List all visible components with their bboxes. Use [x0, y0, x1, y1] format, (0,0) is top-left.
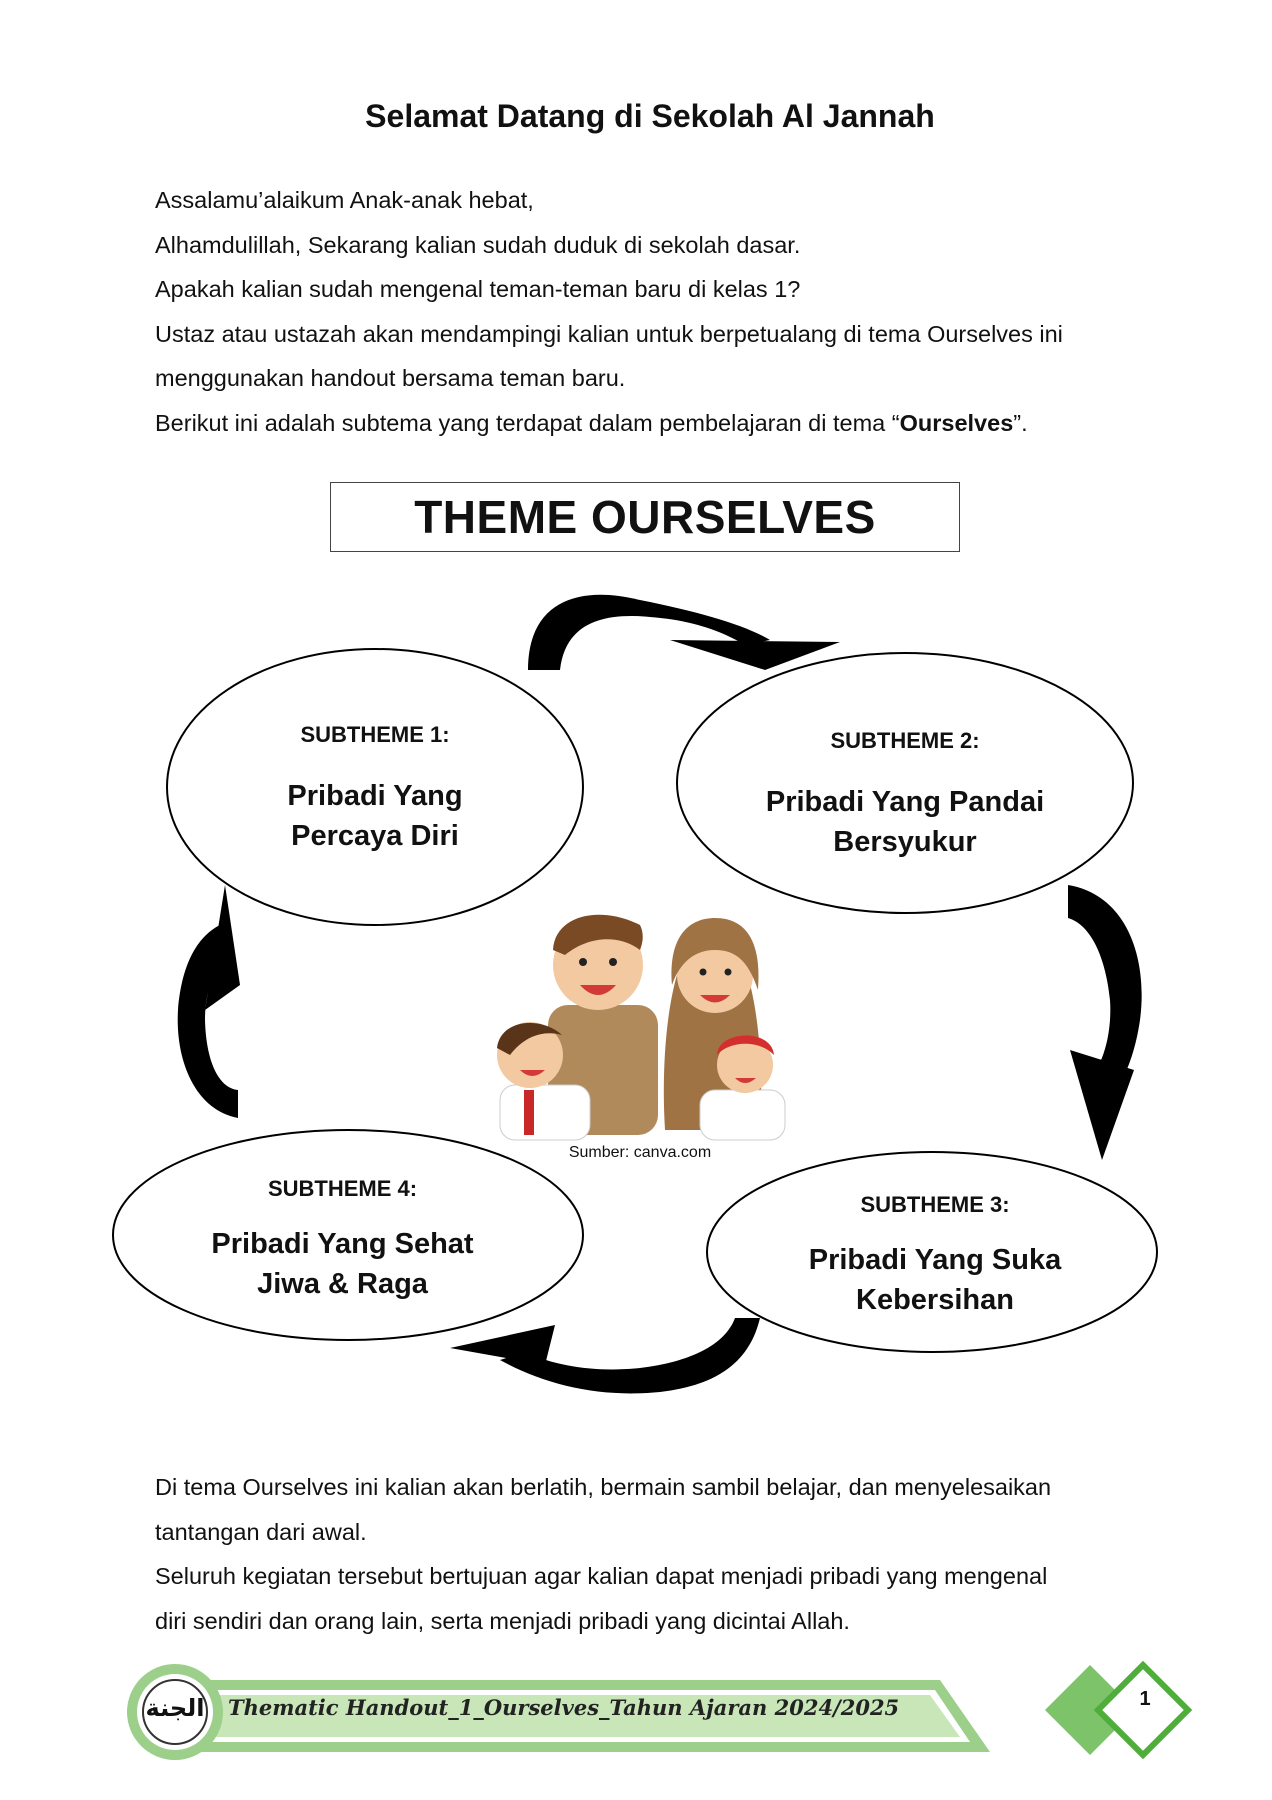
theme-title-box: THEME OURSELVES [330, 482, 960, 552]
intro-line-prefix: Berikut ini adalah subtema yang terdapat… [155, 409, 900, 436]
intro-line: Apakah kalian sudah mengenal teman-teman… [155, 276, 801, 302]
subtheme-name-line: Percaya Diri [291, 820, 459, 852]
outro-text: Di tema Ourselves ini kalian akan berlat… [155, 1465, 1165, 1643]
subtheme-name-line: Kebersihan [856, 1284, 1014, 1316]
handout-title: Thematic Handout_1_Ourselves_Tahun Ajara… [228, 1695, 900, 1720]
subtheme-2-ellipse [676, 652, 1134, 914]
subtheme-label: SUBTHEME 1: [300, 722, 450, 747]
footer-band-fill [215, 1695, 960, 1737]
outro-line: Seluruh kegiatan tersebut bertujuan agar… [155, 1563, 1048, 1589]
subtheme-name-line: Pribadi Yang [287, 780, 463, 812]
subtheme-name: Pribadi Yang Sehat Jiwa & Raga [170, 1224, 515, 1304]
intro-line-suffix: ”. [1013, 409, 1028, 436]
page-title: Selamat Datang di Sekolah Al Jannah [365, 98, 935, 134]
subtheme-4-ellipse [112, 1129, 584, 1341]
school-logo-icon [127, 1664, 223, 1760]
subtheme-name-line: Jiwa & Raga [257, 1268, 428, 1300]
intro-line: Berikut ini adalah subtema yang terdapat… [155, 401, 1165, 446]
intro-line: Ustaz atau ustazah akan mendampingi kali… [155, 320, 1063, 347]
outro-line: diri sendiri dan orang lain, serta menja… [155, 1607, 850, 1634]
subtheme-label: SUBTHEME 4: [267, 1176, 418, 1201]
page-number: 1 [1139, 1688, 1151, 1710]
theme-name-bold: Ourselves [899, 409, 1014, 436]
subtheme-label: SUBTHEME 3: [860, 1192, 1010, 1217]
subtheme-1: SUBTHEME 1: Pribadi Yang Percaya Diri [215, 722, 535, 856]
intro-line: menggunakan handout bersama teman baru. [155, 365, 626, 391]
intro-line: Alhamdulillah, Sekarang kalian sudah dud… [155, 231, 801, 258]
subtheme-name: Pribadi Yang Percaya Diri [215, 776, 535, 856]
subtheme-3: SUBTHEME 3: Pribadi Yang Suka Kebersihan [765, 1192, 1105, 1320]
image-caption: Sumber: canva.com [568, 1144, 712, 1161]
subtheme-name: Pribadi Yang Suka Kebersihan [765, 1240, 1105, 1320]
subtheme-name-line: Pribadi Yang Pandai [765, 786, 1045, 818]
outro-line: tantangan dari awal. [155, 1518, 367, 1545]
subtheme-1-ellipse [166, 648, 584, 926]
intro-text: Assalamu’alaikum Anak-anak hebat, Alhamd… [155, 178, 1165, 445]
school-logo-text: الجنة [145, 1694, 205, 1722]
subtheme-4: SUBTHEME 4: Pribadi Yang Sehat Jiwa & Ra… [170, 1176, 515, 1304]
subtheme-name-line: Bersyukur [833, 826, 977, 858]
subtheme-label: SUBTHEME 2: [830, 728, 980, 753]
subtheme-3-ellipse [706, 1151, 1158, 1353]
cycle-arrow-icon [177, 594, 1142, 1394]
family-illustration [497, 914, 786, 1141]
subtheme-name-line: Pribadi Yang Suka [808, 1244, 1062, 1276]
subtheme-name: Pribadi Yang Pandai Bersyukur [735, 782, 1075, 862]
subtheme-2: SUBTHEME 2: Pribadi Yang Pandai Bersyuku… [735, 728, 1075, 862]
outro-line: Di tema Ourselves ini kalian akan berlat… [155, 1474, 1052, 1500]
subtheme-name-line: Pribadi Yang Sehat [211, 1228, 474, 1260]
intro-line: Assalamu’alaikum Anak-anak hebat, [155, 187, 534, 213]
page-number-diamond [1045, 1660, 1193, 1760]
